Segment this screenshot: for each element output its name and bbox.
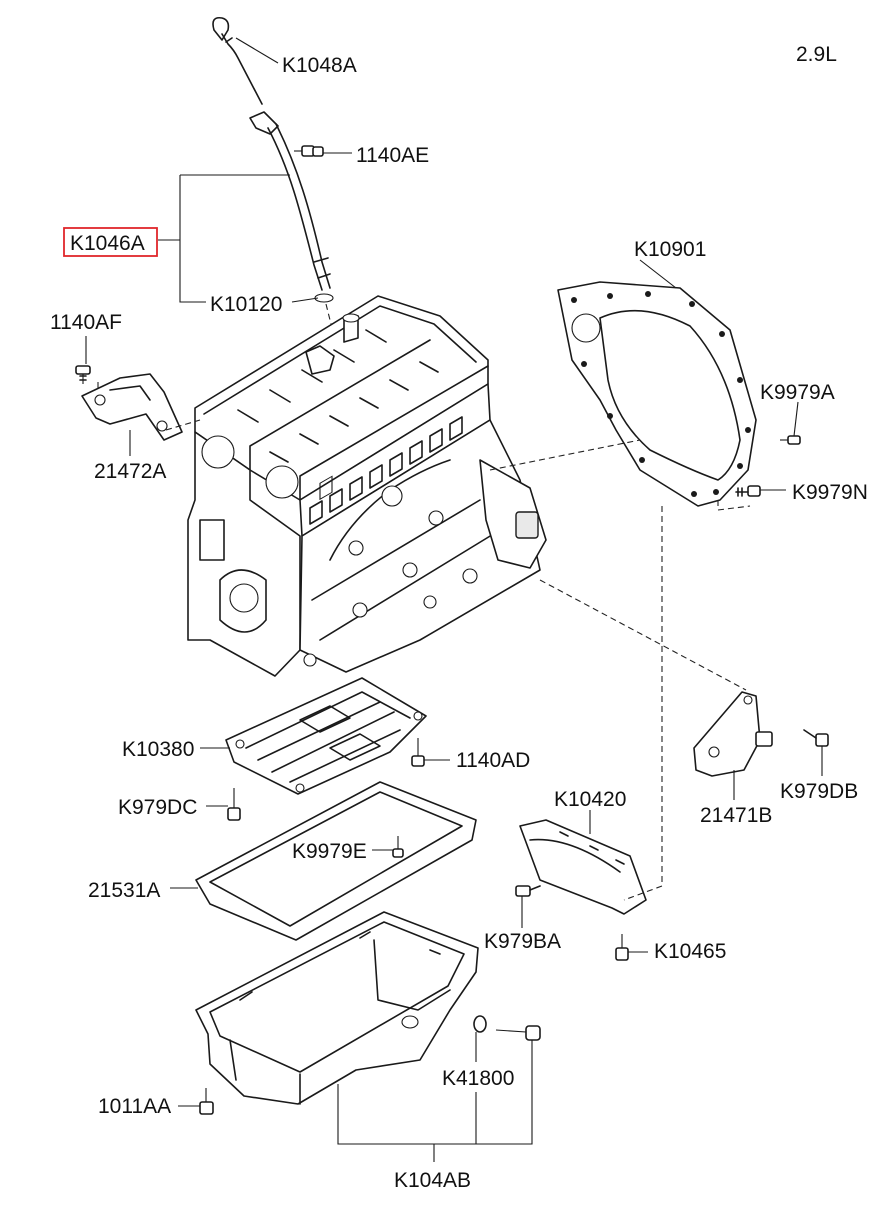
label-k1046a[interactable]: K1046A <box>70 232 145 255</box>
label-k10420[interactable]: K10420 <box>554 788 626 811</box>
bolt-k979ba[interactable] <box>515 885 541 897</box>
label-1140ad[interactable]: 1140AD <box>456 749 530 772</box>
bolt-1140af[interactable] <box>75 365 91 384</box>
dipstick[interactable] <box>212 16 263 105</box>
label-k10380[interactable]: K10380 <box>122 738 194 761</box>
label-1140ae[interactable]: 1140AE <box>356 144 429 167</box>
oil-pan[interactable] <box>195 911 479 1105</box>
label-k41800[interactable]: K41800 <box>442 1067 514 1090</box>
label-21472a[interactable]: 21472A <box>94 460 166 483</box>
label-k9979a[interactable]: K9979A <box>760 381 835 404</box>
callout-leaders <box>85 37 823 1162</box>
label-k979ba[interactable]: K979BA <box>484 930 561 953</box>
lower-cover[interactable] <box>519 819 647 915</box>
label-k979db[interactable]: K979DB <box>780 780 858 803</box>
label-k10465[interactable]: K10465 <box>654 940 726 963</box>
label-k9979e[interactable]: K9979E <box>292 840 367 863</box>
bolt-1140ae[interactable] <box>294 145 324 157</box>
bolt-k979db[interactable] <box>803 729 829 747</box>
oil-baffle-plate[interactable] <box>225 677 427 795</box>
drain-plug[interactable] <box>495 1025 541 1041</box>
label-k979dc[interactable]: K979DC <box>118 796 197 819</box>
engine-block[interactable] <box>187 295 547 677</box>
bolt-1140ad[interactable] <box>411 738 425 767</box>
label-1140af[interactable]: 1140AF <box>50 311 122 334</box>
highlight-box-k1046a <box>63 227 158 257</box>
drain-plug-gasket[interactable] <box>473 1015 487 1033</box>
rear-plate[interactable] <box>557 281 757 507</box>
label-k1048a[interactable]: K1048A <box>282 54 357 77</box>
dipstick-guide-tube[interactable] <box>249 111 335 337</box>
engine-mount-bracket-rh[interactable] <box>693 691 773 777</box>
label-1011aa[interactable]: 1011AA <box>98 1095 171 1118</box>
bolt-k9979a[interactable] <box>780 435 801 445</box>
oil-pan-gasket[interactable] <box>195 781 477 941</box>
bolt-k9979e[interactable] <box>392 836 404 858</box>
bolt-k979dc[interactable] <box>227 788 241 821</box>
bolt-k10465[interactable] <box>615 934 629 961</box>
label-k10901[interactable]: K10901 <box>634 238 706 261</box>
label-k9979n[interactable]: K9979N <box>792 481 868 504</box>
bolt-1011aa[interactable] <box>199 1088 214 1115</box>
assembly-guide-lines <box>97 382 751 901</box>
label-k10120[interactable]: K10120 <box>210 293 282 316</box>
engine-mount-bracket-lh[interactable] <box>81 373 183 441</box>
label-21471b[interactable]: 21471B <box>700 804 772 827</box>
label-k104ab[interactable]: K104AB <box>394 1169 471 1192</box>
label-21531a[interactable]: 21531A <box>88 879 160 902</box>
engine-variant-label: 2.9L <box>796 43 837 66</box>
bolt-k9979n[interactable] <box>735 485 761 497</box>
